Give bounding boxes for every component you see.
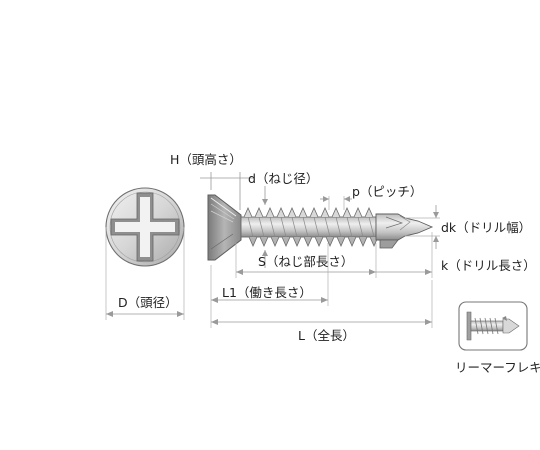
thread-crest-top	[364, 207, 374, 218]
thread-crest-top	[254, 207, 264, 218]
label-head-height: H（頭高さ）	[170, 152, 242, 167]
screw-head-top-view	[105, 187, 185, 267]
thread-crest-top	[320, 207, 330, 218]
label-thread-diameter: d（ねじ径）	[248, 171, 318, 186]
label-total-length: L（全長）	[298, 328, 355, 343]
thread-crest-top	[265, 207, 275, 218]
screw-side-view	[207, 194, 434, 261]
thread-crest-bottom	[336, 236, 346, 247]
thread-crest-bottom	[347, 236, 357, 247]
label-drill-width: dk（ドリル幅）	[441, 220, 531, 235]
label-head-diameter: D（頭径）	[118, 295, 178, 310]
thread-crest-bottom	[281, 236, 291, 247]
thread-crest-top	[276, 207, 286, 218]
thread-helix-line	[313, 216, 320, 238]
thread-crest-bottom	[303, 236, 313, 247]
label-pitch: p（ピッチ）	[352, 184, 422, 199]
thread-crest-top	[243, 207, 253, 218]
thread-crest-bottom	[259, 236, 269, 247]
reamer-flex-thumbnail: リーマーフレキ	[455, 301, 540, 375]
thread-helix-line	[291, 216, 298, 238]
thread-helix-line	[269, 216, 276, 238]
screw-threads	[243, 207, 379, 247]
thread-helix-line	[357, 216, 364, 238]
thread-crest-bottom	[292, 236, 302, 247]
thread-helix-line	[368, 216, 375, 238]
thread-crest-bottom	[248, 236, 258, 247]
thread-crest-top	[353, 207, 363, 218]
label-thread-length: S（ねじ部長さ）	[258, 254, 353, 269]
dimension-labels: H（頭高さ） d（ねじ径） p（ピッチ） dk（ドリル幅） S（ねじ部長さ） k…	[118, 152, 536, 343]
thread-helix-line	[247, 216, 254, 238]
thread-crest-bottom	[325, 236, 335, 247]
label-drill-length: k（ドリル長さ）	[441, 258, 536, 273]
drill-tip	[375, 213, 434, 249]
variant-caption: リーマーフレキ	[455, 360, 540, 375]
thread-helix-line	[324, 216, 331, 238]
dimension-lines	[105, 172, 440, 328]
thread-crest-top	[287, 207, 297, 218]
thread-crest-top	[331, 207, 341, 218]
thread-crest-bottom	[270, 236, 280, 247]
thread-crest-top	[342, 207, 352, 218]
thread-helix-line	[258, 216, 265, 238]
thread-helix-line	[346, 216, 353, 238]
thread-crest-top	[309, 207, 319, 218]
thread-crest-bottom	[358, 236, 368, 247]
thread-crest-bottom	[314, 236, 324, 247]
thread-helix-line	[280, 216, 287, 238]
phillips-recess-icon	[110, 192, 180, 262]
thread-crest-top	[298, 207, 308, 218]
label-working-length: L1（働き長さ）	[222, 285, 312, 300]
thread-helix-line	[302, 216, 309, 238]
thread-helix-line	[335, 216, 342, 238]
